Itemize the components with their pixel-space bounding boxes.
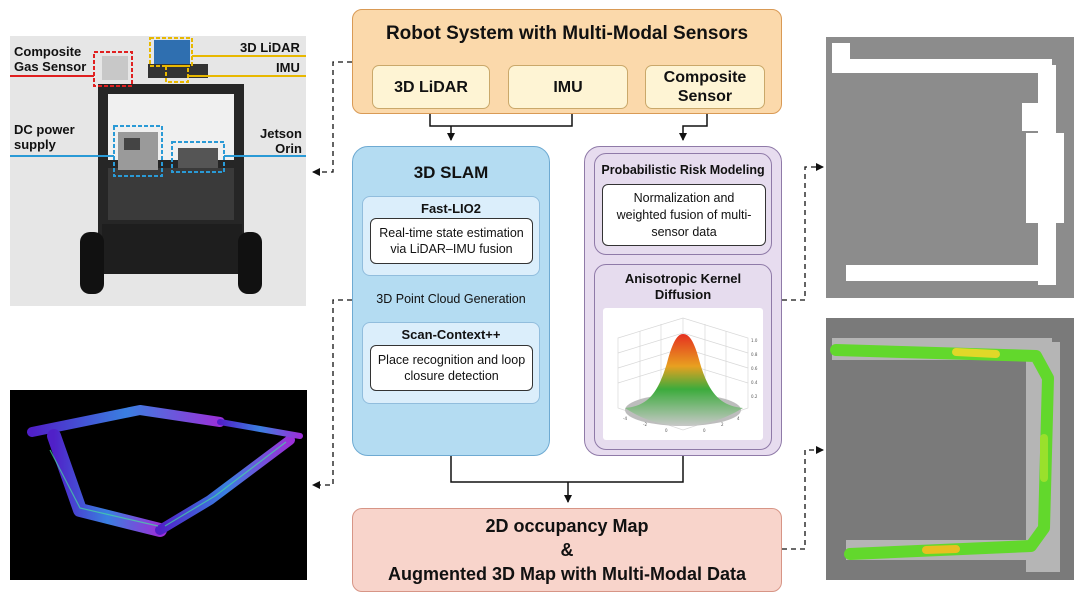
svg-text:4: 4 [737,416,740,421]
kernel-title: Anisotropic Kernel Diffusion [624,271,742,302]
prob-risk-title: Probabilistic Risk Modeling [601,163,765,177]
slam-title: 3D SLAM [413,163,489,182]
output-box: 2D occupancy Map & Augmented 3D Map with… [352,508,782,592]
svg-text:-2: -2 [643,422,647,427]
risk-heatmap [830,338,1060,572]
occupancy-map-image [826,37,1074,298]
scan-context-title: Scan-Context++ [401,326,501,342]
point-cloud-map [27,405,303,537]
robot-photo: Composite Gas Sensor 3D LiDAR IMU DC pow… [10,36,306,306]
svg-text:0.6: 0.6 [751,366,758,371]
lidar-marker [149,37,193,67]
arrow-modules-to-output [450,456,684,502]
imu-marker [165,65,189,83]
gaussian-surface [625,334,743,426]
gas-sensor-marker [93,51,133,87]
sensor-imu: IMU [508,65,628,109]
sensor-3d-lidar: 3D LiDAR [372,65,490,109]
dashed-output-to-heatmap [782,446,824,550]
occupancy-map [832,43,1064,285]
jetson-label: Jetson Orin [260,126,302,156]
robot-illustration [10,36,306,306]
arrow-sensor-to-risk [679,110,708,141]
svg-text:0: 0 [665,428,668,433]
point-cloud-image [10,390,307,580]
point-cloud-label: 3D Point Cloud Generation [356,290,546,308]
output-line-3: Augmented 3D Map with Multi-Modal Data [388,564,746,584]
dashed-slam-to-pointcloud [312,299,352,489]
svg-text:-4: -4 [623,416,627,421]
prob-risk-desc: Normalization and weighted fusion of mul… [602,184,766,246]
svg-text:2: 2 [721,422,724,427]
svg-text:0.8: 0.8 [751,352,758,357]
power-label: DC power supply [14,122,75,152]
gaussian-kernel-plot: 1.0 0.8 0.6 0.4 0.2 -4 -2 0 0 2 4 [603,308,763,440]
arrow-sensors-to-slam [429,110,573,140]
power-marker [113,125,163,177]
risk-heatmap-image [826,318,1074,580]
svg-text:1.0: 1.0 [751,338,758,343]
svg-text:0: 0 [703,428,706,433]
output-line-1: 2D occupancy Map [485,516,649,536]
fast-lio-title: Fast-LIO2 [421,200,481,216]
robot-system-title: Robot System with Multi-Modal Sensors [385,23,749,44]
dashed-robot-to-photo [312,61,352,176]
dashed-risk-to-occupancy [782,163,824,301]
sensor-composite: Composite Sensor [645,65,765,109]
scan-context-desc: Place recognition and loop closure detec… [370,345,533,391]
fast-lio-desc: Real-time state estimation via LiDAR–IMU… [370,218,533,264]
svg-text:0.4: 0.4 [751,380,758,385]
imu-label: IMU [276,60,300,75]
lidar-label: 3D LiDAR [240,40,300,55]
svg-text:0.2: 0.2 [751,394,758,399]
output-line-2: & [560,540,574,560]
gas-sensor-label: Composite Gas Sensor [14,44,87,74]
